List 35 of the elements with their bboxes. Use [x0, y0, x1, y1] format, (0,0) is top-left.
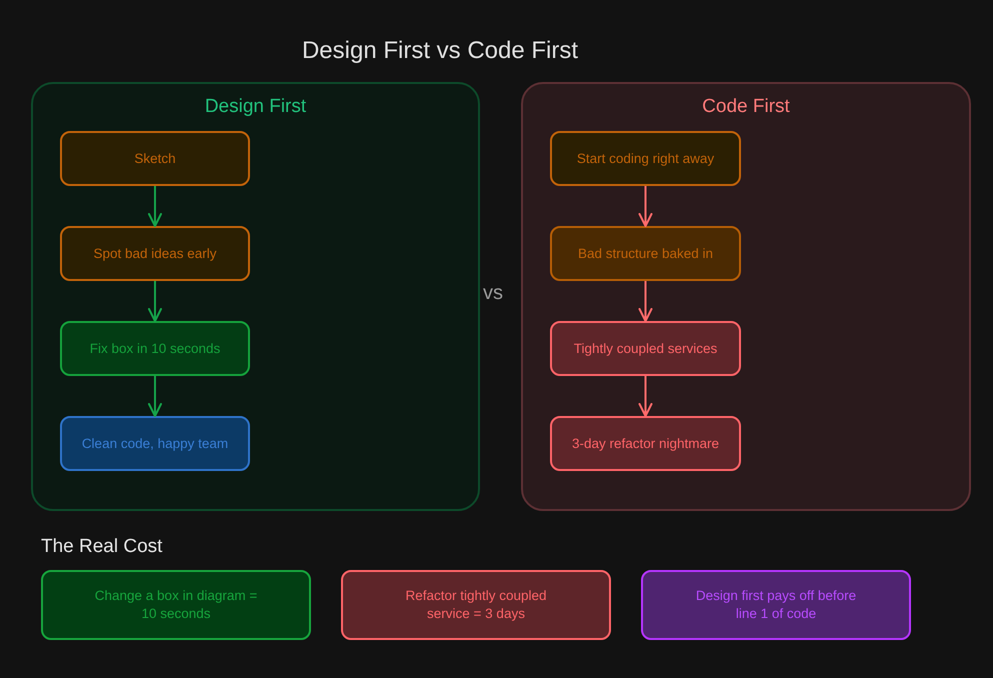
- diagram-title: Design First vs Code First: [300, 36, 580, 66]
- box-label: Tightly coupled services: [574, 340, 718, 358]
- box-label: Fix box in 10 seconds: [90, 340, 220, 358]
- process-box: [550, 131, 741, 186]
- arrow: [638, 376, 652, 417]
- box-label: Sketch: [134, 150, 176, 168]
- box-label: Design first pays off before line 1 of code: [694, 587, 858, 623]
- process-box: [60, 416, 250, 471]
- process-box: [550, 416, 741, 471]
- arrow: [638, 186, 652, 227]
- box-label: Bad structure baked in: [578, 244, 714, 262]
- note-box: [41, 570, 311, 640]
- panel-heading: Code First: [702, 95, 790, 119]
- group-panel: [521, 82, 971, 511]
- box-label: 3-day refactor nightmare: [572, 434, 720, 452]
- note-box: [641, 570, 911, 640]
- process-box: [60, 226, 250, 281]
- panel-heading: Design First: [204, 95, 306, 119]
- arrow: [638, 281, 652, 322]
- section-heading: The Real Cost: [41, 536, 162, 558]
- box-label: Clean code, happy team: [82, 434, 228, 452]
- box-label: Start coding right away: [576, 150, 714, 168]
- box-label: Refactor tightly coupled service = 3 days: [404, 587, 548, 623]
- process-box: [550, 321, 741, 376]
- arrow: [148, 376, 162, 417]
- box-label: Spot bad ideas early: [93, 244, 217, 262]
- group-panel: [31, 82, 480, 511]
- process-box: [60, 321, 250, 376]
- box-label: Change a box in diagram = 10 seconds: [94, 587, 258, 623]
- process-box: [60, 131, 250, 186]
- versus-label: vs: [483, 282, 503, 305]
- arrow: [148, 281, 162, 322]
- arrow: [148, 186, 162, 227]
- process-box: [550, 226, 741, 281]
- note-box: [341, 570, 611, 640]
